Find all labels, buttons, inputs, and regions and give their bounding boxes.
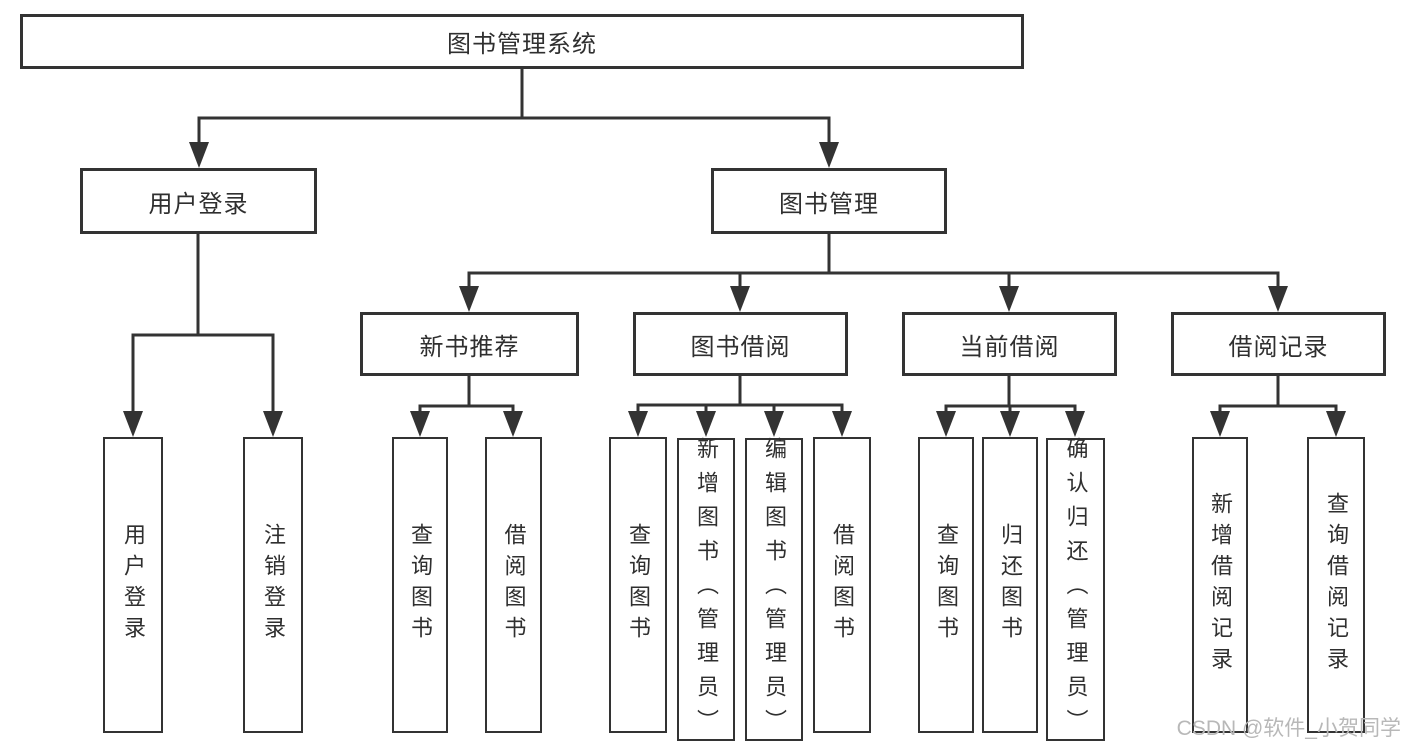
leaf-current-query: 查询图书 bbox=[918, 437, 974, 733]
node-book-mgmt: 图书管理 bbox=[711, 168, 947, 234]
leaf-logout: 注销登录 bbox=[243, 437, 303, 733]
leaf-new-book-borrow-label: 借阅图书 bbox=[501, 523, 527, 647]
leaf-new-book-query: 查询图书 bbox=[392, 437, 448, 733]
leaf-user-login-label: 用户登录 bbox=[121, 523, 146, 647]
leaf-borrow-edit-admin-label: 编辑图书（管理员） bbox=[762, 436, 787, 743]
node-borrow-record: 借阅记录 bbox=[1171, 312, 1386, 376]
leaf-current-confirm-admin-label: 确认归还（管理员） bbox=[1063, 436, 1089, 743]
connector-user-login-to-leaves bbox=[123, 233, 283, 437]
node-borrow-record-label: 借阅记录 bbox=[1228, 333, 1329, 361]
leaf-borrow-query-label: 查询图书 bbox=[626, 523, 651, 647]
connector-new-book-to-leaves bbox=[410, 376, 523, 437]
node-new-book: 新书推荐 bbox=[360, 312, 579, 376]
connector-book-mgmt-to-level3 bbox=[459, 234, 1288, 312]
node-current-borrow: 当前借阅 bbox=[902, 312, 1117, 376]
node-user-login: 用户登录 bbox=[80, 168, 317, 234]
leaf-current-return: 归还图书 bbox=[982, 437, 1038, 733]
connector-root-to-level2 bbox=[189, 68, 839, 168]
leaf-user-login: 用户登录 bbox=[103, 437, 163, 733]
leaf-borrow-edit-admin: 编辑图书（管理员） bbox=[745, 436, 803, 743]
leaf-record-add: 新增借阅记录 bbox=[1192, 437, 1248, 733]
leaf-logout-label: 注销登录 bbox=[261, 523, 286, 647]
leaf-record-query: 查询借阅记录 bbox=[1307, 437, 1365, 733]
node-root: 图书管理系统 bbox=[20, 14, 1024, 69]
leaf-new-book-borrow: 借阅图书 bbox=[485, 437, 542, 733]
node-book-borrow: 图书借阅 bbox=[633, 312, 848, 376]
leaf-borrow-borrow-label: 借阅图书 bbox=[830, 523, 855, 647]
leaf-borrow-add-admin: 新增图书（管理员） bbox=[677, 436, 735, 743]
leaf-current-query-label: 查询图书 bbox=[934, 523, 959, 647]
leaf-borrow-borrow: 借阅图书 bbox=[813, 437, 871, 733]
leaf-borrow-query: 查询图书 bbox=[609, 437, 667, 733]
leaf-current-return-label: 归还图书 bbox=[998, 523, 1023, 647]
csdn-watermark: CSDN @软件_小贺同学 bbox=[1176, 717, 1401, 740]
leaf-record-query-label: 查询借阅记录 bbox=[1324, 492, 1349, 678]
connector-book-borrow-to-leaves bbox=[628, 376, 852, 437]
leaf-borrow-add-admin-label: 新增图书（管理员） bbox=[694, 436, 719, 743]
node-user-login-label: 用户登录 bbox=[148, 190, 249, 218]
node-root-label: 图书管理系统 bbox=[447, 31, 597, 58]
node-book-borrow-label: 图书借阅 bbox=[690, 333, 791, 361]
connector-current-borrow-to-leaves bbox=[936, 376, 1085, 437]
leaf-record-add-label: 新增借阅记录 bbox=[1208, 492, 1233, 678]
node-current-borrow-label: 当前借阅 bbox=[959, 333, 1060, 361]
node-book-mgmt-label: 图书管理 bbox=[779, 190, 879, 218]
leaf-new-book-query-label: 查询图书 bbox=[408, 523, 433, 647]
leaf-current-confirm-admin: 确认归还（管理员） bbox=[1046, 436, 1105, 743]
connector-borrow-record-to-leaves bbox=[1210, 376, 1346, 437]
node-new-book-label: 新书推荐 bbox=[419, 333, 520, 361]
